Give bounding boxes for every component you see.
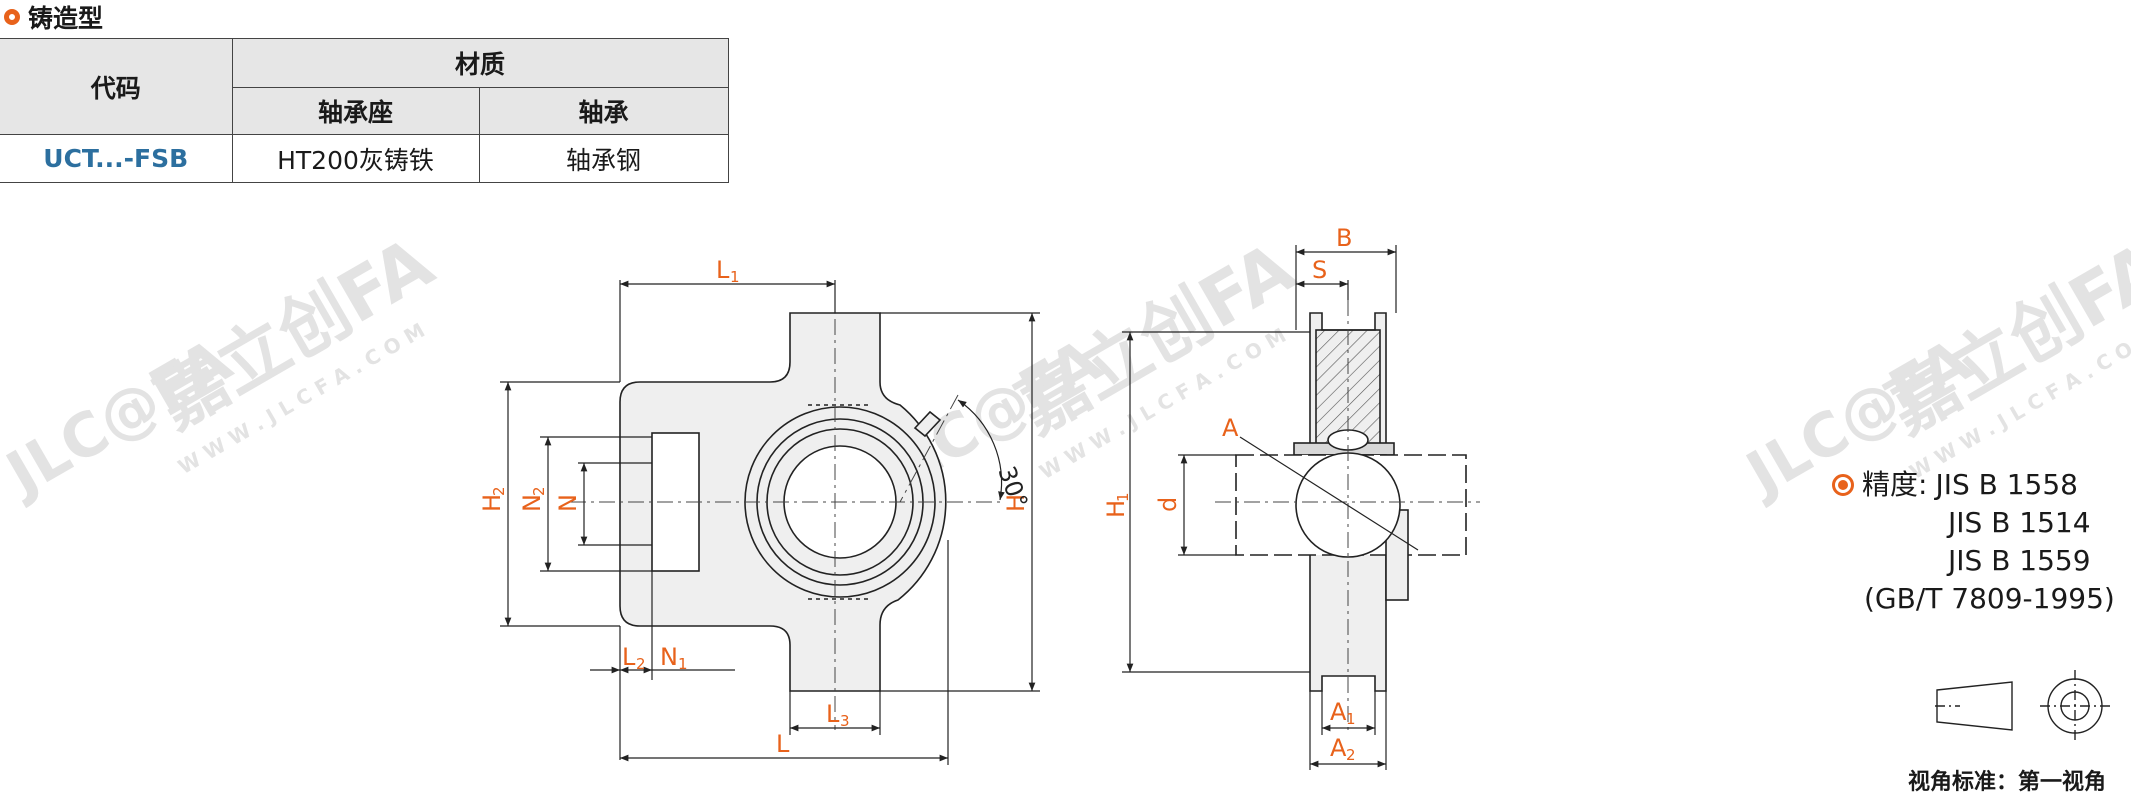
code-header: 代码 bbox=[0, 38, 233, 135]
housing-material-cell: HT200灰铸铁 bbox=[231, 134, 480, 183]
dim-A2-sub: 2 bbox=[1346, 746, 1356, 764]
dim-A1-sub: 1 bbox=[1346, 710, 1356, 728]
dim-L2-sub: 2 bbox=[636, 655, 646, 673]
dim-L3: L bbox=[826, 700, 840, 728]
dim-A2: A bbox=[1330, 734, 1347, 762]
dim-H1: H bbox=[1102, 500, 1130, 518]
dim-L3-sub: 3 bbox=[840, 712, 850, 730]
dim-A: A bbox=[1222, 414, 1239, 442]
precision-standard-4: (GB/T 7809-1995) bbox=[1864, 582, 2115, 615]
code-cell: UCT...-FSB bbox=[0, 134, 233, 183]
dim-A1: A bbox=[1330, 698, 1347, 726]
precision-block: 精度: JIS B 1558 JIS B 1514 JIS B 1559 (GB… bbox=[1832, 466, 2115, 618]
material-header: 材质 bbox=[231, 38, 729, 88]
bearing-material-cell: 轴承钢 bbox=[478, 134, 729, 183]
precision-standard-2: JIS B 1514 bbox=[1948, 506, 2091, 539]
view-standard-label: 视角标准：第一视角 bbox=[1908, 770, 2107, 795]
precision-standard-3: JIS B 1559 bbox=[1948, 544, 2091, 577]
dim-H: H bbox=[1002, 494, 1030, 512]
side-dimension-labels: B S A H 1 d A 1 A 2 bbox=[1102, 224, 1356, 764]
watermark-left: JLC@FA 嘉立创FA W W W . J L C F A . C O M bbox=[0, 221, 446, 511]
dim-L1-sub: 1 bbox=[730, 268, 740, 286]
side-view bbox=[1235, 312, 1467, 692]
dim-d: d bbox=[1154, 497, 1182, 512]
side-dimension-lines bbox=[1122, 245, 1419, 770]
dim-H2: H bbox=[478, 494, 506, 512]
table-row: UCT...-FSB HT200灰铸铁 轴承钢 bbox=[0, 134, 729, 183]
front-dimension-lines bbox=[500, 280, 1040, 765]
precision-marker-icon bbox=[1832, 474, 1854, 496]
material-table: 代码 材质 轴承座 轴承 UCT...-FSB HT200灰铸铁 轴承钢 bbox=[0, 38, 729, 183]
dim-L2: L bbox=[622, 643, 636, 671]
side-centerlines bbox=[1215, 300, 1480, 730]
dim-H1-sub: 1 bbox=[1114, 492, 1132, 502]
dim-H2-sub: 2 bbox=[490, 486, 508, 496]
dim-N1-sub: 1 bbox=[678, 655, 688, 673]
dim-B: B bbox=[1336, 224, 1352, 252]
dim-N: N bbox=[554, 494, 582, 512]
section-title: 铸造型 bbox=[4, 2, 104, 33]
section-title-text: 铸造型 bbox=[28, 4, 104, 33]
precision-label: 精度: bbox=[1862, 468, 1928, 501]
dim-angle: 30° bbox=[992, 462, 1033, 512]
dim-L1: L bbox=[716, 256, 730, 284]
precision-standard-1: JIS B 1558 bbox=[1935, 468, 2078, 501]
front-centerlines bbox=[570, 290, 1000, 730]
grease-fitting bbox=[913, 410, 942, 438]
dim-L: L bbox=[776, 730, 790, 758]
dim-S: S bbox=[1312, 256, 1327, 284]
dim-N1: N bbox=[660, 643, 678, 671]
dim-N2: N bbox=[518, 494, 546, 512]
first-angle-projection-icon bbox=[1935, 670, 2110, 742]
section-marker-icon bbox=[4, 9, 20, 25]
dim-N2-sub: 2 bbox=[530, 486, 548, 496]
housing-header: 轴承座 bbox=[231, 87, 480, 135]
